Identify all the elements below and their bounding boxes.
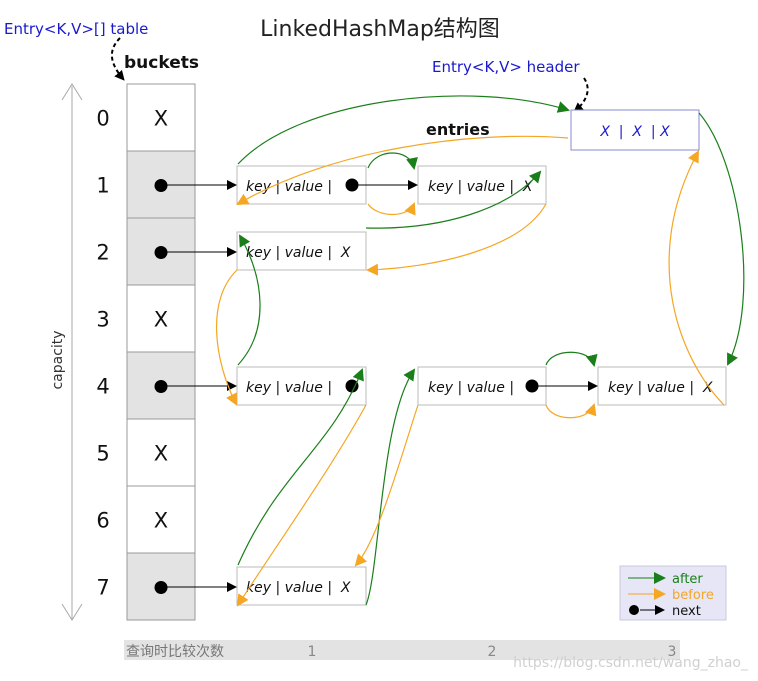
bucket-pointer-dot — [154, 246, 168, 259]
watermark: https://blog.csdn.net/wang_zhao_ — [513, 655, 749, 671]
bucket-empty-mark: X — [154, 308, 168, 332]
entry-row4-a: key | value | — [236, 366, 367, 406]
bucket-pointer-dot — [154, 380, 168, 393]
entry-row4-b: key | value | — [417, 366, 547, 406]
bucket-index: 3 — [96, 308, 109, 332]
bucket-index: 6 — [96, 509, 109, 533]
bucket-index: 7 — [96, 576, 109, 600]
bucket-index: 5 — [96, 442, 109, 466]
footer-tick-2: 2 — [488, 644, 497, 660]
entry-text: key | value | X — [246, 245, 351, 261]
capacity-label: capacity — [50, 330, 66, 389]
diagram-title: LinkedHashMap结构图 — [260, 17, 500, 42]
entry-row2: key | value | X — [236, 231, 367, 271]
entry-text: key | value | — [428, 380, 514, 396]
before-arrows — [215, 135, 725, 607]
entry-text: key | value | X — [246, 580, 351, 596]
entry-text: key | value | X — [428, 179, 533, 195]
header-node: X | X | X — [570, 109, 700, 151]
bucket-pointer-dot — [154, 581, 168, 594]
after-arrows — [237, 95, 745, 606]
table-label: Entry<K,V>[] table — [4, 20, 148, 38]
footer-bar: 查询时比较次数 1 2 3 — [124, 640, 680, 660]
entry-row1-b: key | value | X — [417, 165, 547, 205]
entry-row1-a: key | value | — [236, 165, 367, 205]
legend-after: after — [672, 572, 703, 587]
entry-row7: key | value | X — [236, 566, 367, 606]
bucket-empty-mark: X — [154, 509, 168, 533]
next-arrows — [162, 180, 598, 592]
legend-before: before — [672, 588, 714, 603]
bucket-index: 2 — [96, 241, 109, 265]
footer-tick-3: 3 — [668, 644, 677, 660]
legend: after before next — [619, 565, 727, 621]
footer-label: 查询时比较次数 — [126, 644, 224, 660]
header-node-text: X | X | X — [599, 124, 670, 140]
table-pointer — [110, 37, 125, 81]
bucket-index: 0 — [96, 107, 109, 131]
bucket-empty-mark: X — [154, 442, 168, 466]
bucket-index: 1 — [96, 174, 109, 198]
entries-label: entries — [426, 120, 490, 139]
bucket-pointer-dot — [154, 179, 168, 192]
capacity-axis: capacity — [50, 83, 83, 621]
legend-next: next — [672, 604, 701, 619]
header-label: Entry<K,V> header — [432, 58, 580, 76]
buckets-label: buckets — [124, 53, 199, 73]
entry-text: key | value | — [246, 380, 332, 396]
bucket-empty-mark: X — [154, 107, 168, 131]
entry-text: key | value | — [246, 179, 332, 195]
entry-row4-c: key | value | X — [597, 366, 727, 406]
entry-text: key | value | X — [608, 380, 713, 396]
bucket-index: 4 — [96, 375, 109, 399]
header-pointer — [573, 77, 589, 113]
footer-tick-1: 1 — [308, 644, 317, 660]
